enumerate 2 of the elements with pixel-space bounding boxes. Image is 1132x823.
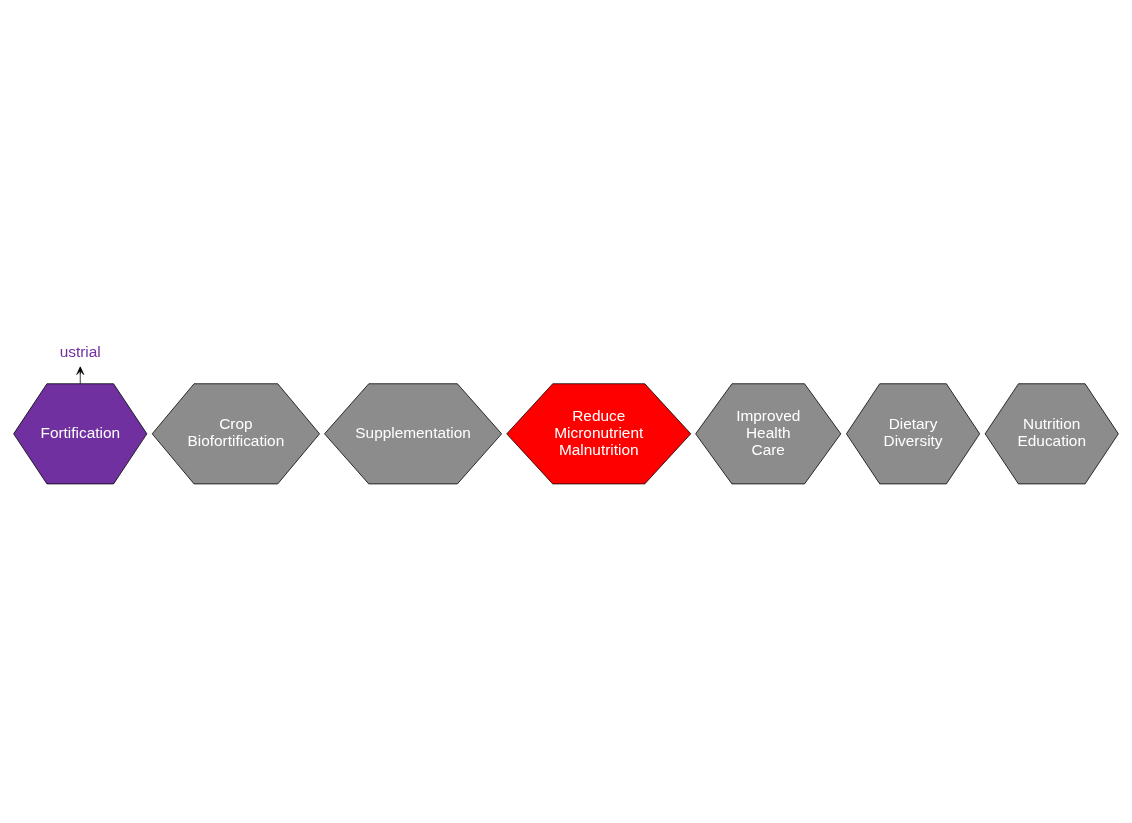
node-text: ustrial — [59, 342, 101, 360]
arrow — [76, 366, 85, 385]
